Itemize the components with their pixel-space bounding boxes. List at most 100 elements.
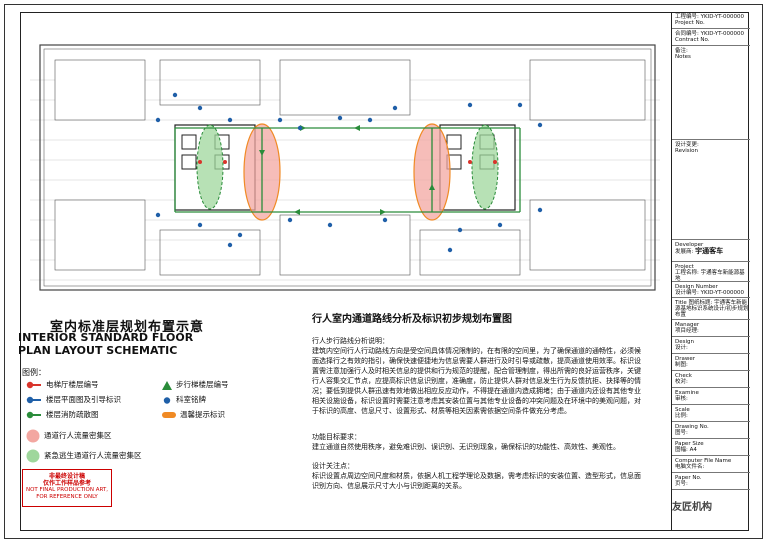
tb-label: 校对: [675,379,688,385]
drawing-sheet [4,4,763,539]
description-title: 行人室内通道路线分析及标识初步规划布置图 [312,314,512,325]
tb-value: 宇通客车新能源基地 [675,270,745,282]
blue-pin-icon [26,396,41,404]
tb-value: YKID-YT-000000 [700,31,744,37]
red-pin-icon [26,381,41,389]
tb-label-en: Project [675,264,694,270]
pink-zone-icon [26,429,40,443]
tb-label: 项目经理: [675,328,699,334]
tb-row-drawing-no: Drawing No.图号: [672,422,750,439]
tb-label: 工程编号: [675,14,699,20]
plan-title-en-line1: INTERIOR STANDARD FLOOR [18,331,194,344]
tb-label: 设计: [675,345,688,351]
tb-label-en: Examine [675,390,699,396]
tb-label: 设计变更: [675,142,699,148]
tb-developer: Developer 发展商: 宇通客车 [672,240,750,262]
legend-heading: 图例： [22,368,46,377]
route-arrows [259,125,435,215]
tb-contract-no: 合同编号: YKID-YT-000000 Contract No. [672,29,750,46]
tb-label-en: Computer File Name [675,458,732,464]
section-2-heading: 功能目标要求： [312,433,361,441]
tb-label: 图号: [675,430,688,436]
description-section-3: 设计关注点： 标识设置点周边空间尺度和材质，依据人机工程学理论及数据，需考虑标识… [312,461,642,491]
building-walls [39,44,656,291]
orange-bar-icon [162,412,176,418]
legend-item-science-sign: 科室铭牌 [162,394,206,405]
tb-label: 备注: [675,48,688,54]
evac-zone-right [471,124,499,210]
tb-label: 制图: [675,362,688,368]
legend-item-evac-zone: 紧急逃生通道行人流量密集区 [26,449,142,463]
tb-label-en: Project No. [675,20,705,26]
tb-label: 图幅: [675,447,688,453]
blue-dot-icon [163,396,171,404]
tb-label-en: Notes [675,54,691,60]
evac-zone-left [196,124,224,210]
tb-label-en: Check [675,373,692,379]
tb-row-paper-no: Paper No.页号: [672,473,750,490]
pedestrian-routes [174,127,521,213]
tb-label-en: Drawer [675,356,696,362]
tb-label-en: Design Number [675,284,718,290]
stamp-line3: NOT FINAL PRODUCTION ART, [25,487,109,493]
not-final-stamp: 非最终设计稿 仅作工作样品参考 NOT FINAL PRODUCTION ART… [22,469,112,507]
tb-label: 工程名称: [675,270,699,276]
green-triangle-icon [162,380,172,390]
stamp-line1: 非最终设计稿 [48,473,85,480]
legend-label: 温馨提示标识 [180,410,225,419]
tb-project-no: 工程编号: YKID-YT-000000 Project No. [672,12,750,29]
legend-label: 科室铭牌 [176,395,206,404]
tb-label-en: Drawing No. [675,424,709,430]
legend-label: 步行梯楼层编号 [176,380,229,389]
section-3-heading: 设计关注点： [312,462,354,470]
legend-item-stair-floor: 步行梯楼层编号 [162,379,229,390]
tb-label: 设计编号: [675,290,699,296]
room-partitions [54,59,646,276]
tb-label-en: Manager [675,322,700,328]
tb-label-en: Scale [675,407,690,413]
tb-label-en: Developer [675,242,704,248]
stamp-line4: FOR REFERENCE ONLY [36,494,98,500]
tb-label: 电脑文件名: [675,464,705,470]
section-2-body: 建立通道自然使用秩序，避免难识别、误识别、无识别现象，确保标识的功能性、高效性、… [312,443,620,451]
drawing-frame [20,12,749,531]
tb-project: Project 工程名称: 宇通客车新能源基地 [672,262,750,282]
tb-label: 合同编号: [675,31,699,37]
tb-drawing-title: Title 图纸标题: 宇通客车新能源基地标识系统设计/初步规划布置 [672,298,750,320]
tb-label-en: Revision [675,148,698,154]
stamp-line2: 仅作工作样品参考 [42,480,91,487]
section-3-body: 标识设置点周边空间尺度和材质，依据人机工程学理论及数据，需考虑标识的安装位置、造… [312,472,641,490]
section-1-body: 建筑内空间行人行动路线方向是受空间具体情况限制的，在有限的空间里，为了确保通道的… [312,347,641,415]
elevator-hall-markers [198,160,497,164]
plan-title-en-line2: PLAN LAYOUT SCHEMATIC [18,344,178,357]
tb-value: YKID-YT-000000 [700,290,744,296]
tb-value: 宇通客车新能源基地标识系统设计/初步规划布置 [675,300,749,318]
plan-title-en: INTERIOR STANDARD FLOOR PLAN LAYOUT SCHE… [18,331,193,357]
tb-label-en: Paper Size [675,441,704,447]
tb-label: 发展商: [675,249,694,255]
tb-value: YKID-YT-000000 [700,14,744,20]
brand-logo-text: 友匠机构 [672,502,712,513]
legend-label: 楼层平面图及引导标识 [46,395,121,404]
legend-label: 紧急逃生通道行人流量密集区 [44,451,142,460]
developer-logo-text: 宇通客车 [695,247,724,255]
title-block: 工程编号: YKID-YT-000000 Project No. 合同编号: Y… [671,12,750,531]
tb-label-en: Design [675,339,694,345]
tb-label: 比例: [675,413,688,419]
plan-title-cn: 室内标准层规划布置示意 [50,320,205,335]
tb-notes: 备注: Notes [672,46,750,140]
tb-label-en: Title [675,300,687,306]
tb-label: 页号: [675,481,688,487]
legend-label: 楼层消防疏散图 [46,410,99,419]
section-1-heading: 行人步行路线分析说明： [312,337,389,345]
legend-label: 通道行人流量密集区 [44,431,112,440]
tb-drawing-number: Design Number 设计编号: YKID-YT-000000 [672,282,750,298]
